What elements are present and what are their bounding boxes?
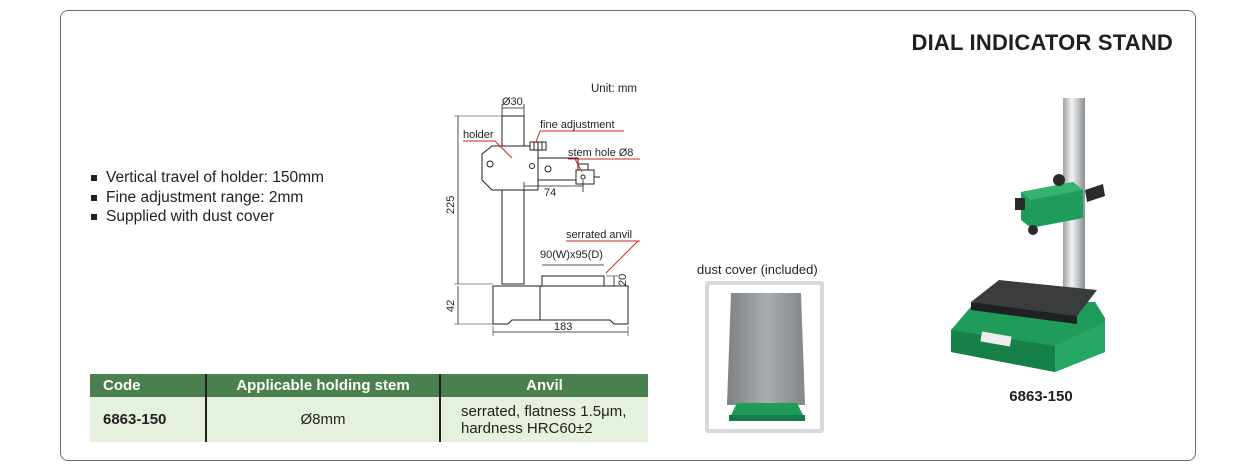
- label-dim-183: 183: [554, 321, 572, 333]
- dust-cover-label: dust cover (included): [697, 262, 818, 277]
- cell-anvil-line2: hardness HRC60±2: [461, 419, 593, 437]
- drawing-anvil: [541, 275, 605, 287]
- table-row: 6863-150 Ø8mm serrated, flatness 1.5μm, …: [90, 397, 648, 442]
- feature-item: Fine adjustment range: 2mm: [90, 188, 324, 208]
- label-dim-225: 225: [445, 196, 457, 214]
- drawing-column: [501, 115, 525, 285]
- feature-item: Vertical travel of holder: 150mm: [90, 168, 324, 188]
- dust-cover-image: [727, 293, 805, 421]
- product-code: 6863-150: [1009, 388, 1073, 405]
- table-header-row: Code Applicable holding stem Anvil: [90, 374, 648, 397]
- label-dim-74: 74: [544, 187, 556, 199]
- cell-anvil: serrated, flatness 1.5μm, hardness HRC60…: [439, 397, 648, 442]
- label-stem-hole: stem hole Ø8: [568, 147, 633, 159]
- product-photo: [951, 98, 1105, 372]
- cell-code: 6863-150: [90, 397, 206, 442]
- content-frame: [60, 10, 1196, 461]
- label-serrated-anvil: serrated anvil: [566, 229, 632, 241]
- label-fine-adjustment: fine adjustment: [540, 119, 615, 131]
- label-holder: holder: [463, 129, 494, 141]
- label-dim-42: 42: [445, 300, 457, 312]
- column-header-code: Code: [90, 374, 206, 397]
- column-header-stem: Applicable holding stem: [205, 374, 440, 397]
- cell-stem: Ø8mm: [205, 397, 440, 442]
- dust-cover-photo: [705, 281, 824, 433]
- label-dim-20: 20: [617, 274, 629, 286]
- unit-label: Unit: mm: [591, 83, 637, 95]
- column-header-anvil: Anvil: [439, 374, 648, 397]
- drawing-base: [492, 285, 629, 325]
- label-diameter: Ø30: [502, 96, 523, 108]
- spec-table: Code Applicable holding stem Anvil 6863-…: [90, 374, 648, 442]
- label-anvil-size: 90(W)x95(D): [540, 249, 603, 261]
- feature-item: Supplied with dust cover: [90, 207, 324, 227]
- feature-list: Vertical travel of holder: 150mm Fine ad…: [90, 168, 324, 227]
- technical-drawing: Ø30 holder fine adjustment stem hole Ø8 …: [445, 96, 640, 336]
- drawing-holder: [481, 145, 539, 191]
- cell-anvil-line1: serrated, flatness 1.5μm,: [461, 402, 627, 420]
- page-title: DIAL INDICATOR STAND: [911, 30, 1173, 55]
